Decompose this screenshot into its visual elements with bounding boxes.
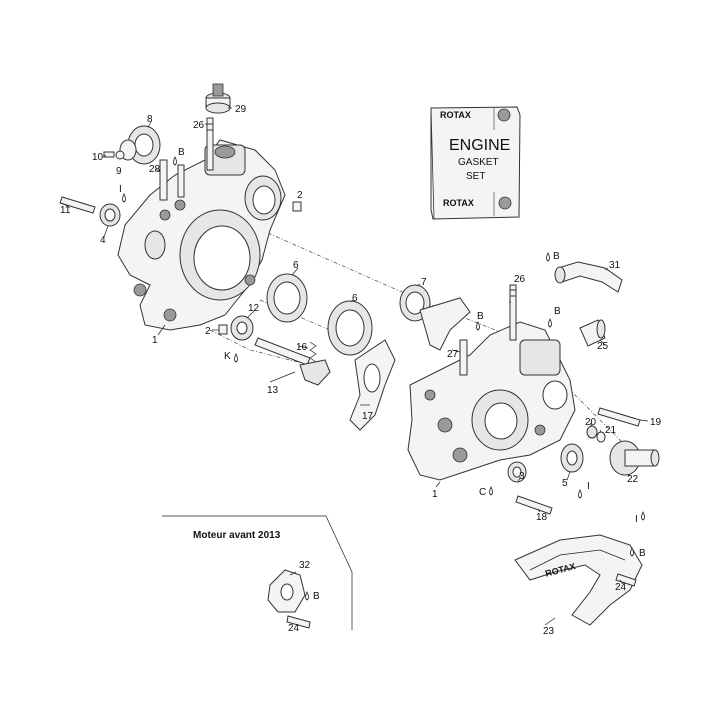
callout-6: 6 xyxy=(293,260,299,271)
callout-b: B xyxy=(178,147,185,158)
part-27-dowel xyxy=(459,339,468,376)
drop-icon xyxy=(578,489,582,499)
callout-13: 13 xyxy=(267,385,279,396)
callout-20: 20 xyxy=(585,417,597,428)
callout-b: B xyxy=(477,311,484,322)
part-10-screw xyxy=(103,151,115,158)
callout-21: 21 xyxy=(605,425,617,436)
rotax-logo-icon xyxy=(498,196,512,210)
gasket-brand-top: ROTAX xyxy=(440,110,471,120)
part-6-bearing xyxy=(327,300,373,356)
callout-i: I xyxy=(119,184,122,195)
callout-25: 25 xyxy=(597,341,609,352)
callout-22: 22 xyxy=(627,474,639,485)
callout-b: B xyxy=(313,591,320,602)
drop-icon xyxy=(234,353,238,363)
drop-icon xyxy=(305,591,309,601)
callout-17: 17 xyxy=(362,411,374,422)
callout-11: 11 xyxy=(60,205,71,216)
part-5-seal xyxy=(560,443,584,473)
callout-12: 12 xyxy=(248,303,260,314)
drop-icon xyxy=(122,193,126,203)
part-9-washer xyxy=(115,150,125,160)
gasket-line3: SET xyxy=(466,171,485,182)
callout-1: 1 xyxy=(432,489,438,500)
part-17-gasket xyxy=(349,339,396,431)
part-18-screw xyxy=(515,495,553,515)
part-6-bearing xyxy=(266,273,308,323)
callout-4: 4 xyxy=(100,235,106,246)
part-2-dowel xyxy=(218,324,228,335)
inset-note: Moteur avant 2013 xyxy=(193,530,281,541)
callout-27: 27 xyxy=(447,349,459,360)
gasket-brand-bottom: ROTAX xyxy=(443,198,474,208)
callout-8: 8 xyxy=(147,114,153,125)
callout-k: K xyxy=(224,351,231,362)
drop-icon xyxy=(173,156,177,166)
left-crankcase xyxy=(117,139,286,331)
part-24-screw xyxy=(615,573,637,587)
callout-10: 10 xyxy=(92,152,104,163)
callout-2: 2 xyxy=(297,190,303,201)
callout-24: 24 xyxy=(288,623,300,634)
callout-1: 1 xyxy=(152,335,158,346)
callout-29: 29 xyxy=(235,104,247,115)
callout-b: B xyxy=(554,306,561,317)
part-25-fitting xyxy=(579,319,606,347)
callout-23: 23 xyxy=(543,626,555,637)
part-3-seal xyxy=(507,461,527,483)
part-28-dowel xyxy=(177,164,185,198)
callout-6: 6 xyxy=(352,293,358,304)
callout-28: 28 xyxy=(149,164,161,175)
drop-icon xyxy=(489,486,493,496)
callout-7: 7 xyxy=(421,277,427,288)
part-12-seal xyxy=(230,315,254,341)
rotax-logo-icon xyxy=(497,108,511,122)
drop-icon xyxy=(546,252,550,262)
part-28-dowel xyxy=(159,159,168,201)
part-8-seal xyxy=(119,125,161,165)
callout-19: 19 xyxy=(650,417,662,428)
callout-26: 26 xyxy=(193,120,205,131)
part-26-stud-right xyxy=(509,284,517,341)
drop-icon xyxy=(630,547,634,557)
part-22-gear xyxy=(609,440,660,476)
callout-i: I xyxy=(587,481,590,492)
callout-16: 16 xyxy=(296,342,308,353)
part-gasket-upper xyxy=(419,297,471,351)
callout-5: 5 xyxy=(562,478,568,489)
part-21-washer xyxy=(596,431,606,443)
callout-31: 31 xyxy=(609,260,621,271)
part-4-seal xyxy=(99,203,121,227)
callout-i: I xyxy=(635,514,638,525)
callout-26: 26 xyxy=(514,274,526,285)
callout-24: 24 xyxy=(615,582,627,593)
drop-icon xyxy=(641,511,645,521)
callout-3: 3 xyxy=(519,471,525,482)
gasket-title: ENGINE xyxy=(449,137,510,154)
part-2-dowel xyxy=(292,201,302,212)
callout-18: 18 xyxy=(536,512,548,523)
gasket-line2: GASKET xyxy=(458,157,499,168)
part-26-stud-left xyxy=(206,117,214,171)
part-19-screw xyxy=(597,407,641,427)
callout-b: B xyxy=(553,251,560,262)
part-13-shaft xyxy=(254,337,331,386)
callout-b: B xyxy=(639,548,646,559)
callout-32: 32 xyxy=(299,560,311,571)
callout-2: 2 xyxy=(205,326,211,337)
inset-moteur-avant-2013: Moteur avant 2013 xyxy=(162,515,353,630)
drop-icon xyxy=(476,321,480,331)
drop-icon xyxy=(548,318,552,328)
part-16-spring xyxy=(309,341,317,363)
engine-gasket-set: ROTAX ENGINE GASKET SET ROTAX xyxy=(430,106,521,220)
part-11-pin xyxy=(59,196,96,214)
part-29-plug xyxy=(205,83,231,114)
callout-c: C xyxy=(479,487,486,498)
right-crankcase xyxy=(407,321,576,481)
callout-9: 9 xyxy=(116,166,122,177)
